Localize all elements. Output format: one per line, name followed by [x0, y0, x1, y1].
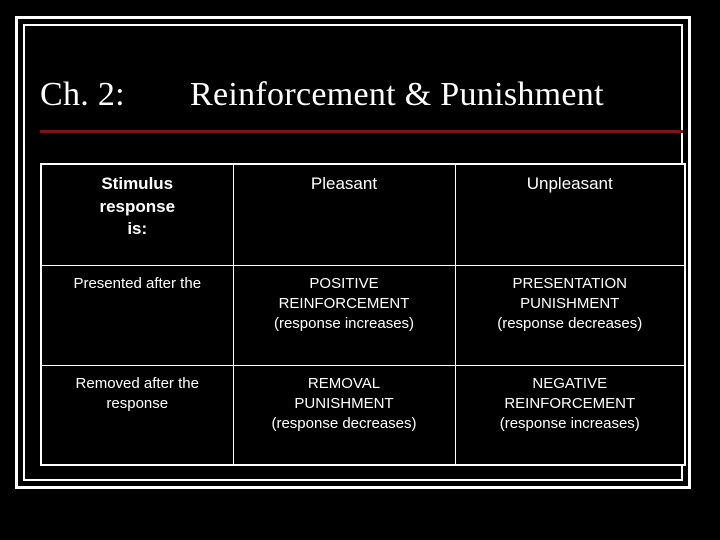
cell-positive-reinforcement: POSITIVE REINFORCEMENT (response increas… [232, 265, 456, 366]
cell-term-line3: (response decreases) [497, 315, 643, 333]
title-chapter-prefix: Ch. 2: [40, 76, 125, 113]
title-main-text: Reinforcement & Punishment [190, 76, 604, 113]
table-row: Presented after the POSITIVE REINFORCEME… [40, 265, 686, 366]
corner-header-line2: response [99, 196, 176, 216]
cell-term-line3: (response increases) [273, 315, 415, 333]
cell-term-line2: PUNISHMENT [294, 394, 394, 412]
reinforcement-punishment-matrix: Stimulus response is: Pleasant Unpleasan… [40, 163, 686, 466]
row-label-line2: response [106, 394, 169, 412]
row-label-removed: Removed after the response [40, 364, 234, 466]
row-label-line1: Removed after the [75, 374, 199, 392]
corner-header-line1: Stimulus [101, 174, 174, 193]
corner-header-line3: is: [127, 219, 148, 239]
slide-frame-outer [15, 16, 691, 489]
cell-negative-reinforcement: NEGATIVE REINFORCEMENT (response increas… [454, 364, 686, 466]
row-label-line1: Presented after the [73, 275, 202, 293]
cell-term-line1: POSITIVE [309, 275, 379, 293]
cell-presentation-punishment: PRESENTATION PUNISHMENT (response decrea… [454, 265, 686, 366]
page-title: Ch. 2: Reinforcement & Punishment [40, 76, 684, 126]
cell-term-line2: PUNISHMENT [520, 295, 620, 313]
column-header-unpleasant: Unpleasant [454, 163, 686, 267]
cell-term-line3: (response increases) [499, 414, 640, 432]
cell-term-line1: REMOVAL [307, 374, 381, 392]
cell-term-line2: REINFORCEMENT [504, 394, 636, 412]
cell-term-line3: (response decreases) [271, 414, 417, 432]
matrix-corner-header: Stimulus response is: [40, 163, 234, 267]
cell-term-line2: REINFORCEMENT [278, 295, 410, 313]
cell-term-line1: NEGATIVE [532, 374, 608, 392]
table-row: Removed after the response REMOVAL PUNIS… [40, 364, 686, 466]
row-label-presented: Presented after the [40, 265, 234, 366]
table-header-row: Stimulus response is: Pleasant Unpleasan… [40, 163, 686, 267]
column-header-pleasant: Pleasant [232, 163, 456, 267]
cell-term-line1: PRESENTATION [512, 275, 627, 293]
title-underline-rule [40, 130, 683, 133]
cell-removal-punishment: REMOVAL PUNISHMENT (response decreases) [232, 364, 456, 466]
